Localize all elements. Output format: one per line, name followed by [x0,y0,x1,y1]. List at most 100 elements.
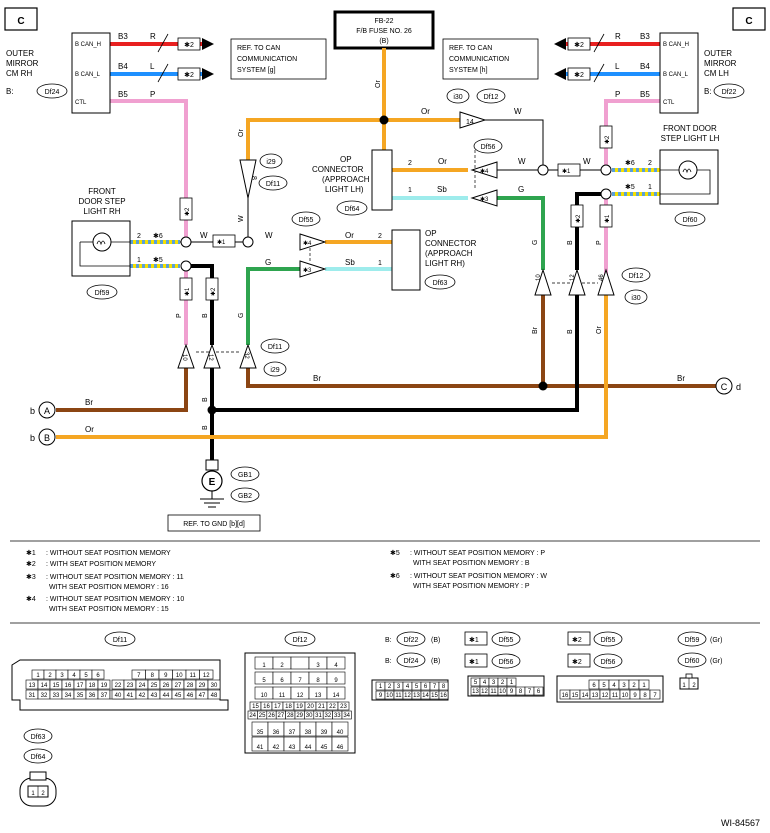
df55-pin: 7 [653,693,657,699]
df12-cell [290,656,310,670]
svg-text:W: W [265,231,273,240]
svg-text:10: 10 [536,274,542,281]
b-connector-pin: 12 [404,693,411,699]
svg-text:14: 14 [466,119,474,126]
svg-text:2: 2 [137,233,141,240]
df55-pin: 4 [612,683,616,689]
svg-text:Br: Br [313,374,321,383]
df12-cell [341,710,352,720]
df11-pin: 15 [53,683,60,689]
df11-cell [97,679,111,690]
df11-pin: 27 [175,683,182,689]
df12-cell [326,671,346,685]
wires [56,42,720,460]
svg-text:d: d [736,382,741,392]
svg-text:Sb: Sb [345,258,355,267]
df11-pin: 17 [77,683,84,689]
df11-pin: 1 [36,673,40,679]
b-connector-pin: 10 [386,693,393,699]
svg-text:i29: i29 [266,159,275,166]
legend-df11: Df11 12345613141516171819313233343536373… [11,631,229,711]
svg-text:Df55: Df55 [601,637,616,644]
df12-pin: 5 [262,678,266,684]
svg-text:Br: Br [532,326,539,334]
svg-text:✱1: ✱1 [217,239,226,246]
df11-pin: 8 [151,673,155,679]
svg-text:REF. TO CAN: REF. TO CAN [449,45,492,52]
svg-text:✱2: ✱2 [574,41,584,49]
legend-df63-df64: Df63 Df64 1 2 [19,728,57,807]
df11-pin: 36 [89,693,96,699]
svg-text:Df24: Df24 [45,89,60,96]
svg-text:COMMUNICATION: COMMUNICATION [237,56,297,63]
svg-text:✱1: ✱1 [469,658,479,666]
svg-text:✱6: ✱6 [625,159,635,167]
df56-pin: 8 [519,689,523,695]
svg-text:CM RH: CM RH [6,69,32,78]
df56-pin: 13 [472,689,479,695]
df11-pin: 7 [137,673,141,679]
df56-pin: 1 [510,680,514,686]
svg-text:Or: Or [421,107,430,116]
df12-pin: 31 [315,713,322,719]
svg-text:✱2: ✱2 [572,658,582,666]
svg-text:WITH SEAT POSITION MEMORY : 16: WITH SEAT POSITION MEMORY : 16 [49,584,169,591]
df56-pin: 7 [528,689,532,695]
svg-text:W: W [238,215,245,222]
svg-text:(B): (B) [379,38,388,45]
svg-text:1: 1 [137,257,141,264]
svg-text:FRONT DOOR: FRONT DOOR [663,124,717,133]
df12-pin: 21 [318,704,325,710]
b-connector-pin: 11 [395,693,402,699]
svg-text:FB-22: FB-22 [374,18,393,25]
svg-text:MIRROR: MIRROR [704,59,737,68]
b-connector-pin: 8 [442,684,446,690]
df55-pin: 16 [562,693,569,699]
df11-pin: 44 [163,693,170,699]
df12-pin: 28 [287,713,294,719]
df12-pin: 1 [262,663,266,669]
corner-label-right: C [732,7,766,31]
svg-text:✱4: ✱4 [26,595,36,603]
df12-pin: 22 [329,704,336,710]
svg-text:DOOR STEP: DOOR STEP [78,197,125,206]
svg-text:✱2: ✱2 [210,287,217,296]
svg-text:LIGHT RH): LIGHT RH) [425,259,465,268]
df11-pin: 40 [115,693,122,699]
df55-pin: 8 [643,693,647,699]
df11-pin: 35 [77,693,84,699]
svg-text:Or: Or [596,326,603,334]
svg-text:LIGHT RH: LIGHT RH [83,207,120,216]
svg-text:A: A [44,406,50,416]
df12-pin: 41 [257,745,264,751]
svg-text:F/B FUSE NO. 26: F/B FUSE NO. 26 [356,28,412,35]
df56-pin: 5 [474,680,478,686]
svg-text:STEP LIGHT LH: STEP LIGHT LH [661,134,720,143]
svg-text:✱6: ✱6 [153,232,163,240]
svg-text:: WITHOUT SEAT POSITION MEMORY: : WITHOUT SEAT POSITION MEMORY : P [410,550,545,557]
df12-pin: 29 [296,713,303,719]
svg-text:C: C [721,382,728,392]
svg-text:: WITHOUT SEAT POSITION MEMORY: : WITHOUT SEAT POSITION MEMORY [46,550,171,557]
df12-pin: 20 [307,704,314,710]
svg-text:Df55: Df55 [299,217,314,224]
svg-text:B: B [202,425,209,430]
svg-text:Df12: Df12 [293,637,308,644]
df12-pin: 33 [334,713,341,719]
svg-text:B: B [202,397,209,402]
df12-pin: 9 [334,678,338,684]
svg-text:Df12: Df12 [629,273,644,280]
b-connector-pin: 2 [388,684,392,690]
svg-text:Or: Or [238,129,245,137]
df12-pin: 35 [257,730,264,736]
svg-text:1: 1 [648,184,652,191]
df12-pin: 15 [252,704,259,710]
df11-pin: 32 [41,693,48,699]
b-connector-pin: 4 [406,684,410,690]
df11-pin: 31 [29,693,36,699]
svg-text:✱5: ✱5 [153,256,163,264]
svg-text:L: L [615,62,620,71]
svg-text:46: 46 [599,274,605,281]
step-light-rh-wires [130,240,180,268]
